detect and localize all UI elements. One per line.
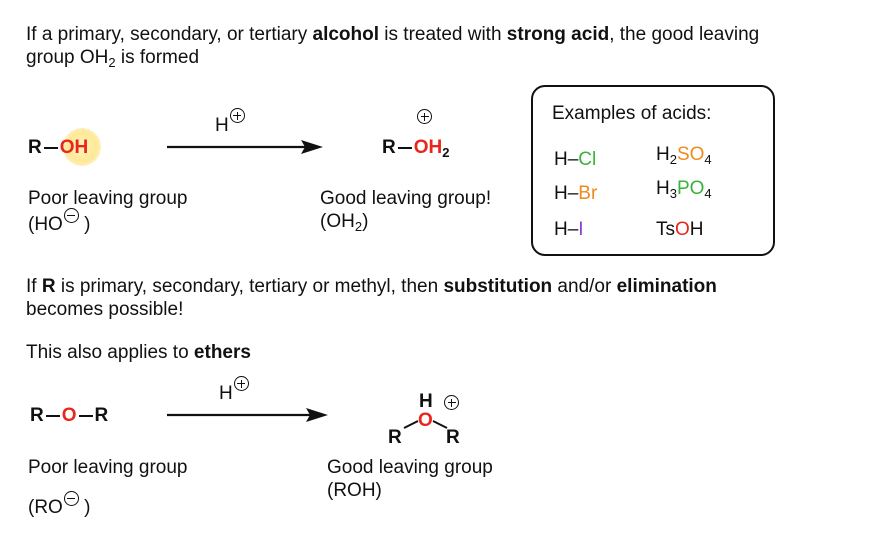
- r-group: R: [30, 405, 44, 426]
- acid-reagent-1: H: [215, 108, 245, 137]
- intro-line-1: If a primary, secondary, or tertiary alc…: [26, 23, 759, 46]
- reaction-arrow-1: [167, 140, 323, 154]
- r-group: R: [382, 137, 396, 158]
- positive-charge-icon: [444, 395, 459, 410]
- middle-text: and/or: [552, 276, 617, 297]
- chlorine: Cl: [578, 149, 597, 170]
- species-text: ): [78, 497, 91, 518]
- middle-text: is primary, secondary, tertiary or methy…: [55, 276, 444, 297]
- oxonium-oxygen: O: [418, 410, 433, 431]
- single-bond: [397, 146, 412, 149]
- r-group: R: [388, 427, 402, 448]
- acid-h3po4: H3PO4: [656, 177, 712, 200]
- ethers-line: This also applies to ethers: [26, 341, 251, 364]
- good-leaving-group-label: Good leaving group: [327, 457, 493, 478]
- proton-label: H: [219, 383, 233, 404]
- strong-acid-term: strong acid: [506, 24, 610, 45]
- intro-line-2: group OH2 is formed: [26, 46, 199, 69]
- alcohol-term: alcohol: [312, 24, 380, 45]
- single-bond: [45, 414, 60, 417]
- acid-h: H–: [554, 149, 579, 170]
- species-text: ): [78, 214, 91, 235]
- proton-label: H: [215, 115, 229, 136]
- species-text: (OH: [320, 211, 355, 232]
- good-leaving-group-label: Good leaving group!: [320, 188, 492, 209]
- substitution-term: substitution: [443, 276, 553, 297]
- poor-leaving-group-label: Poor leaving group: [28, 457, 188, 478]
- acid-h: H: [656, 178, 670, 199]
- alcohol-label: (ROH): [327, 480, 382, 501]
- bromine: Br: [578, 183, 598, 204]
- middle-text: This also applies to: [26, 342, 194, 363]
- intro-text: If a primary, secondary, or tertiary: [26, 24, 313, 45]
- middle-text: If: [26, 276, 42, 297]
- acid-examples-title: Examples of acids:: [552, 103, 712, 124]
- subscript: 2: [354, 219, 363, 234]
- oh-highlight: [63, 128, 101, 166]
- intro-text: , the good leaving: [609, 24, 760, 45]
- positive-charge-icon: [233, 376, 249, 391]
- hydroxide-label: (HO ): [28, 208, 91, 236]
- subscript: 2: [108, 55, 116, 70]
- middle-line-2: becomes possible!: [26, 299, 184, 320]
- protonated-ether-bonds: [403, 420, 448, 429]
- oxonium-group: OH: [413, 137, 443, 158]
- intro-text: is treated with: [379, 24, 507, 45]
- intro-text: group OH: [26, 47, 109, 68]
- r-term: R: [41, 276, 56, 297]
- positive-charge-icon: [229, 108, 245, 123]
- negative-charge-icon: [63, 208, 79, 223]
- subscript: 2: [442, 145, 450, 160]
- subscript: 4: [704, 186, 712, 201]
- tosyl-group: Ts: [656, 219, 675, 240]
- middle-line-1: If R is primary, secondary, tertiary or …: [26, 275, 717, 298]
- acid-h: H–: [554, 183, 579, 204]
- acid-h: H: [689, 219, 704, 240]
- ethers-term: ethers: [193, 342, 251, 363]
- poor-leaving-group-label: Poor leaving group: [28, 188, 188, 209]
- oxonium-h: H: [419, 391, 433, 412]
- positive-charge-icon: [417, 109, 432, 124]
- single-bond: [78, 414, 93, 417]
- oxonium-charge: [417, 109, 432, 129]
- sulfate-group: SO: [676, 144, 705, 165]
- species-text: (HO: [28, 214, 63, 235]
- iodine: I: [578, 219, 584, 240]
- phosphate-group: PO: [676, 178, 705, 199]
- reaction-arrow-2: [167, 408, 328, 422]
- r-group: R: [28, 137, 42, 158]
- acid-examples-box: [531, 85, 775, 256]
- acid-h2so4: H2SO4: [656, 143, 712, 166]
- acid-hbr: H–Br: [554, 182, 597, 205]
- negative-charge-icon: [63, 491, 79, 506]
- oxygen: O: [675, 219, 690, 240]
- acid-tsoh: TsOH: [656, 218, 704, 241]
- oxonium-structure: R OH2: [382, 137, 449, 159]
- subscript: 3: [669, 186, 677, 201]
- alcohol-structure: R OH: [28, 137, 88, 159]
- subscript: 4: [704, 152, 712, 167]
- protonated-ether-charge: [444, 395, 459, 415]
- r-group: R: [94, 405, 109, 426]
- hydroxyl-group: OH: [59, 137, 89, 158]
- acid-hi: H–I: [554, 218, 584, 241]
- acid-reagent-2: H: [219, 376, 249, 405]
- single-bond: [43, 146, 58, 149]
- subscript: 2: [669, 152, 677, 167]
- ether-oxygen: O: [61, 405, 77, 426]
- elimination-term: elimination: [616, 276, 717, 297]
- alkoxide-label: (RO ): [28, 491, 91, 519]
- species-text: ): [362, 211, 369, 232]
- acid-h: H–: [554, 219, 579, 240]
- acid-h: H: [656, 144, 670, 165]
- water-label: (OH2): [320, 210, 368, 233]
- species-text: (RO: [28, 497, 63, 518]
- acid-hcl: H–Cl: [554, 148, 596, 171]
- intro-text: is formed: [115, 47, 200, 68]
- r-group: R: [446, 427, 460, 448]
